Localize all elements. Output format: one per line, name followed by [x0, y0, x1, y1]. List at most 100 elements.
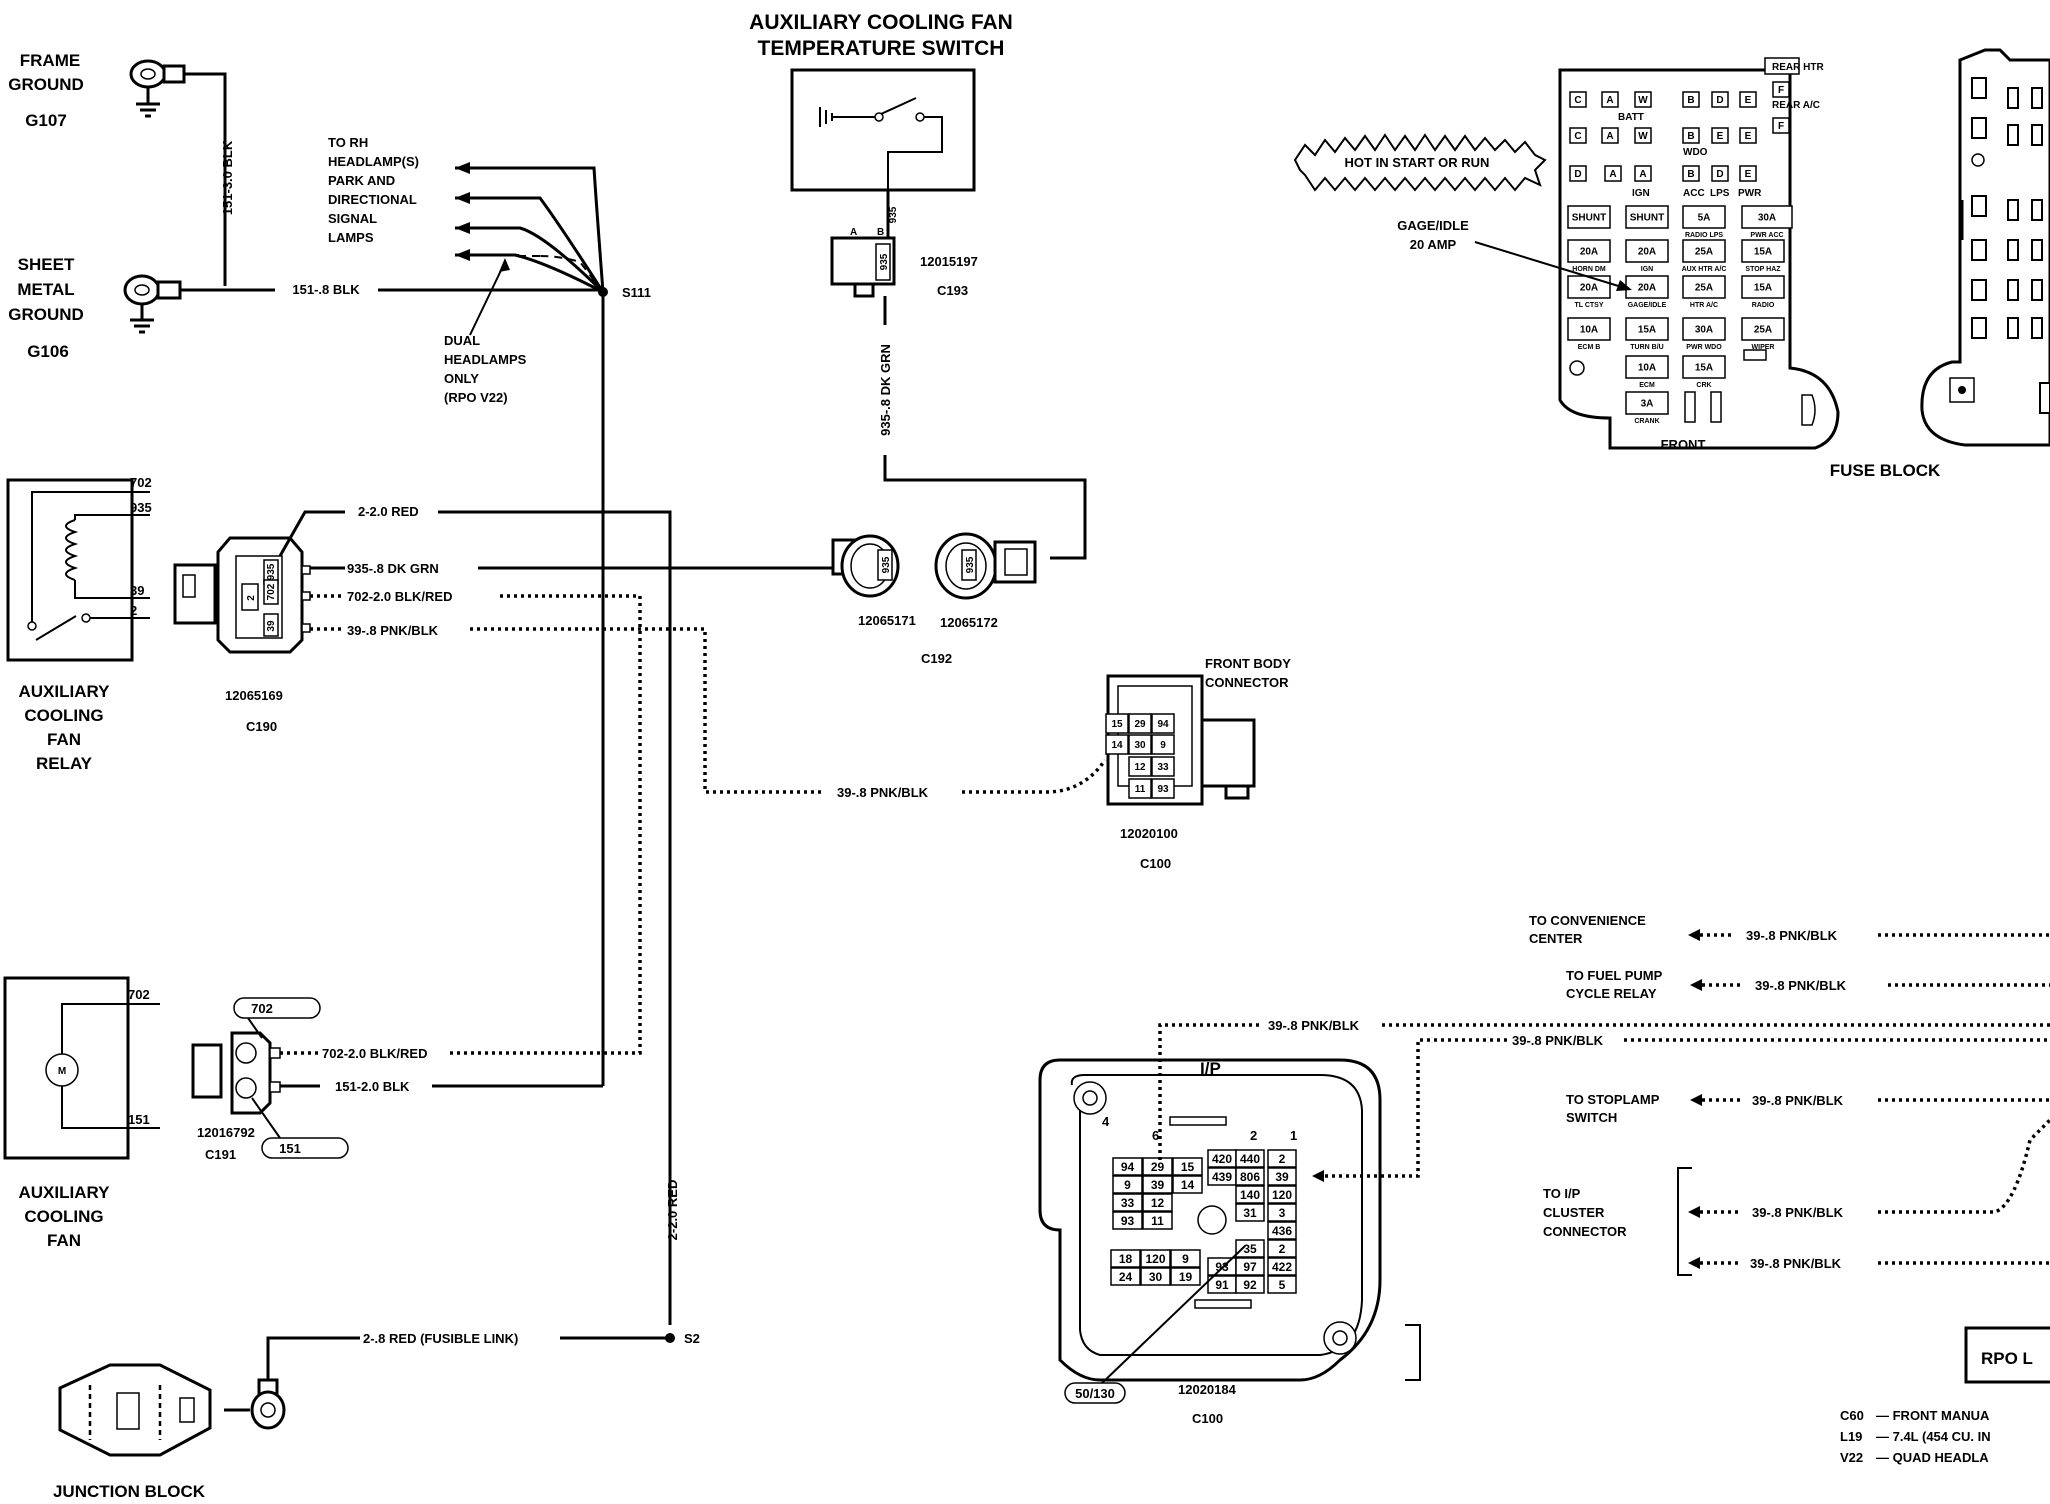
c192-part-right: 12065172 — [940, 615, 998, 630]
fan-relay: 702 935 39 2 AUXILIARY COOLING FAN RELAY — [6, 475, 152, 773]
junction-block-label: JUNCTION BLOCK — [53, 1482, 206, 1501]
fuse-letter: F — [1778, 121, 1784, 132]
ip-left-cavity: 12 — [1151, 1196, 1165, 1210]
fuse-name: PWR WDO — [1686, 344, 1722, 351]
frame-ground: FRAME GROUND G107 — [8, 51, 186, 130]
fuel-pump-branch: TO FUEL PUMP CYCLE RELAY 39-.8 PNK/BLK — [1566, 968, 2050, 1001]
wire-39-ip2-a — [1318, 1038, 1510, 1178]
svg-text:39-.8 PNK/BLK: 39-.8 PNK/BLK — [1752, 1205, 1844, 1220]
splice-s2-label: S2 — [684, 1331, 700, 1346]
c191-part: 12016792 — [197, 1125, 255, 1140]
svg-text:LPS: LPS — [1710, 188, 1730, 199]
svg-text:39-.8 PNK/BLK: 39-.8 PNK/BLK — [1752, 1093, 1844, 1108]
svg-text:2: 2 — [246, 595, 257, 601]
fuse-rating: 25A — [1695, 247, 1713, 258]
svg-text:20 AMP: 20 AMP — [1410, 237, 1457, 252]
svg-text:935: 935 — [965, 556, 976, 573]
cluster-branch: TO I/P CLUSTER CONNECTOR 39-.8 PNK/BLK 3… — [1543, 1118, 2050, 1276]
ip-right-cavity: 31 — [1243, 1206, 1257, 1220]
svg-text:HEADLAMP(S): HEADLAMP(S) — [328, 154, 419, 169]
wire-935-h-label: 935-.8 DK GRN — [347, 561, 439, 576]
svg-text:AUXILIARY: AUXILIARY — [19, 682, 111, 701]
svg-text:151: 151 — [128, 1112, 150, 1127]
c100-front-cavity: 11 — [1135, 784, 1146, 795]
svg-text:39: 39 — [130, 583, 144, 598]
svg-text:FRONT BODY: FRONT BODY — [1205, 656, 1291, 671]
c100-ip-part: 12020184 — [1178, 1382, 1237, 1397]
ip-left-cavity: 11 — [1151, 1214, 1164, 1228]
ip-right-cavity: 420 — [1212, 1152, 1232, 1166]
c100-front-id: C100 — [1140, 856, 1171, 871]
fan-temp-switch: AUXILIARY COOLING FAN TEMPERATURE SWITCH — [749, 11, 1013, 192]
fuse-letter: W — [1638, 131, 1648, 142]
fuse-name: HORN DM — [1572, 266, 1606, 273]
fuse-name: WIPER — [1752, 344, 1775, 351]
cooling-fan: 702 151 M AUXILIARY COOLING FAN — [3, 976, 160, 1250]
ip-right-cavity: 422 — [1272, 1260, 1292, 1274]
frame-ground-icon — [129, 59, 186, 118]
svg-text:39-.8 PNK/BLK: 39-.8 PNK/BLK — [1750, 1256, 1842, 1271]
ip-right-cavity: 140 — [1240, 1188, 1260, 1202]
svg-text:SIGNAL: SIGNAL — [328, 211, 377, 226]
fuse-name: TURN B/U — [1630, 344, 1663, 351]
svg-text:BATT: BATT — [1618, 112, 1644, 123]
wire-702-h-b — [450, 594, 642, 1055]
stoplamp-branch: TO STOPLAMP SWITCH 39-.8 PNK/BLK — [1566, 1092, 2050, 1125]
wire-151-3-blk — [184, 72, 227, 286]
frame-ground-id: G107 — [25, 111, 67, 130]
wire-39-ip2-label: 39-.8 PNK/BLK — [1512, 1033, 1604, 1048]
fuse-rating: 15A — [1754, 247, 1772, 258]
svg-text:REAR HTR: REAR HTR — [1772, 62, 1824, 73]
svg-text:TO I/P: TO I/P — [1543, 1186, 1581, 1201]
c100-front-cavity: 14 — [1111, 740, 1123, 751]
svg-text:2: 2 — [130, 603, 137, 618]
svg-text:ACC: ACC — [1683, 188, 1705, 199]
wire-935-switch-label: 935 — [888, 206, 899, 223]
svg-text:RELAY: RELAY — [36, 754, 93, 773]
fuse-letter: C — [1574, 131, 1581, 142]
fuse-block-rear — [1920, 48, 2050, 447]
ip-left-cavity: 14 — [1181, 1178, 1195, 1192]
ip-left-cavity: 33 — [1121, 1196, 1135, 1210]
svg-text:39: 39 — [266, 620, 277, 632]
connector-c190: 935 702 39 2 12065169 C190 — [173, 536, 311, 734]
svg-text:935: 935 — [879, 253, 890, 270]
svg-text:SWITCH: SWITCH — [1566, 1110, 1617, 1125]
svg-text:A: A — [850, 227, 857, 238]
svg-text:702: 702 — [130, 475, 152, 490]
ip-left-cavity: 29 — [1151, 1160, 1165, 1174]
svg-text:HOT IN START OR RUN: HOT IN START OR RUN — [1345, 155, 1490, 170]
fuse-letter: B — [1687, 95, 1694, 106]
fuse-rating: 20A — [1638, 283, 1656, 294]
connector-c191: 702 151 12016792 C191 — [191, 997, 349, 1162]
c100-front-cavity: 94 — [1157, 719, 1169, 730]
ip-left-cavity: 24 — [1119, 1270, 1133, 1284]
svg-text:TO STOPLAMP: TO STOPLAMP — [1566, 1092, 1660, 1107]
ip-left-cavity: 94 — [1121, 1160, 1135, 1174]
ip-right-cavity: 39 — [1275, 1170, 1289, 1184]
svg-text:L19: L19 — [1840, 1429, 1862, 1444]
svg-text:TO CONVENIENCE: TO CONVENIENCE — [1529, 913, 1646, 928]
fuse-letter: W — [1638, 95, 1648, 106]
ip-right-cavity: 436 — [1272, 1224, 1292, 1238]
connector-c193: A B 935 12015197 C193 — [830, 227, 978, 298]
svg-text:COOLING: COOLING — [24, 1207, 103, 1226]
fuse-letter: B — [1687, 131, 1694, 142]
wire-2-red-label: 2-2.0 RED — [358, 504, 419, 519]
svg-text:1: 1 — [1290, 1128, 1297, 1143]
dual-lamps-note: DUAL HEADLAMPS ONLY (RPO V22) — [444, 333, 527, 405]
ip-left-cavity: 19 — [1179, 1270, 1193, 1284]
junction-block: JUNCTION BLOCK — [53, 1363, 286, 1501]
switch-contact-icon — [819, 97, 943, 190]
fuse-letter: E — [1717, 131, 1724, 142]
frame-ground-label-1: FRAME — [20, 51, 80, 70]
svg-text:702: 702 — [251, 1001, 273, 1016]
svg-text:935: 935 — [130, 500, 152, 515]
c100-ip-id: C100 — [1192, 1411, 1223, 1426]
fuse-rating: 30A — [1695, 325, 1713, 336]
fuse-name: AUX HTR A/C — [1682, 266, 1727, 273]
c100-front-cavity: 12 — [1134, 762, 1146, 773]
fuse-name: ECM B — [1578, 344, 1601, 351]
fuse-name: CRK — [1696, 382, 1711, 389]
